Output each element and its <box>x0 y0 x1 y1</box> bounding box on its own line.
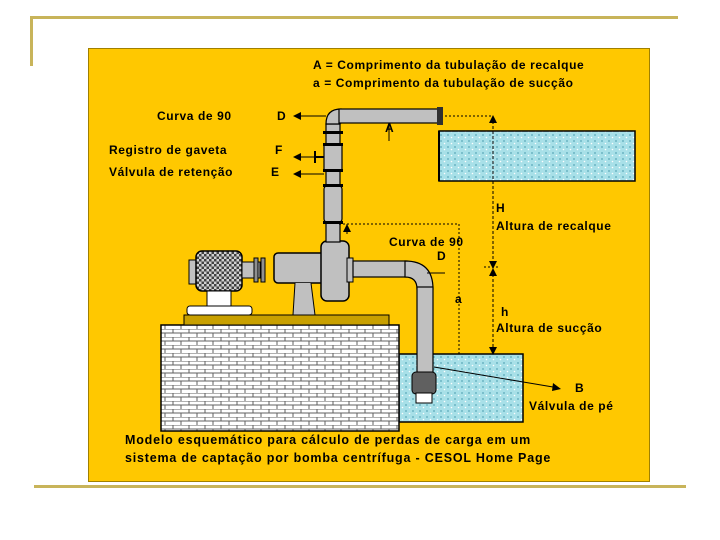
pump-platform <box>183 314 390 326</box>
label-h: h <box>501 305 509 319</box>
label-h-desc: Altura de sucção <box>496 321 603 335</box>
label-check-valve: Válvula de retenção <box>109 165 234 179</box>
diagram-drawing <box>160 107 636 432</box>
header-line-2: a = Comprimento da tubulação de sucção <box>313 76 574 90</box>
caption-line-1: Modelo esquemático para cálculo de perda… <box>125 433 532 447</box>
label-curve-90-mid: Curva de 90 <box>389 235 464 249</box>
discharge-outlet <box>437 107 443 125</box>
pump-volute <box>320 240 350 302</box>
label-H: H <box>496 201 506 215</box>
suction-flange <box>346 257 354 283</box>
motor <box>195 250 243 292</box>
pump-pedestal <box>287 282 319 316</box>
label-gate-valve-code: F <box>275 143 283 157</box>
label-a: a <box>455 292 463 306</box>
frame-bottom-line <box>34 485 686 488</box>
label-curve-90-code: D <box>277 109 287 123</box>
suction-horizontal-pipe <box>352 260 408 278</box>
suction-elbow-D <box>404 260 434 290</box>
brick-base <box>160 324 400 432</box>
upper-reservoir-water <box>438 130 636 182</box>
label-gate-valve: Registro de gaveta <box>109 143 228 157</box>
frame-top-line <box>30 16 678 19</box>
label-curve-90: Curva de 90 <box>157 109 232 123</box>
label-curve-90-mid-code: D <box>437 249 447 263</box>
pump-casing <box>273 252 327 284</box>
label-B-desc: Válvula de pé <box>529 399 614 413</box>
label-H-desc: Altura de recalque <box>496 219 612 233</box>
label-check-valve-code: E <box>271 165 280 179</box>
pump-system-diagram: A = Comprimento da tubulação de recalque… <box>88 48 650 482</box>
motor-foot <box>186 305 253 316</box>
gate-valve-F <box>323 143 343 171</box>
suction-vertical-pipe <box>416 286 434 374</box>
label-B: B <box>575 381 585 395</box>
label-A: A <box>385 121 395 135</box>
foot-valve-B <box>411 371 437 395</box>
header-line-1: A = Comprimento da tubulação de recalque <box>313 58 585 72</box>
frame-left-line <box>30 16 33 66</box>
caption-line-2: sistema de captação por bomba centrífuga… <box>125 451 552 465</box>
discharge-vertical-pipe <box>325 123 341 243</box>
check-valve-E <box>323 185 343 223</box>
